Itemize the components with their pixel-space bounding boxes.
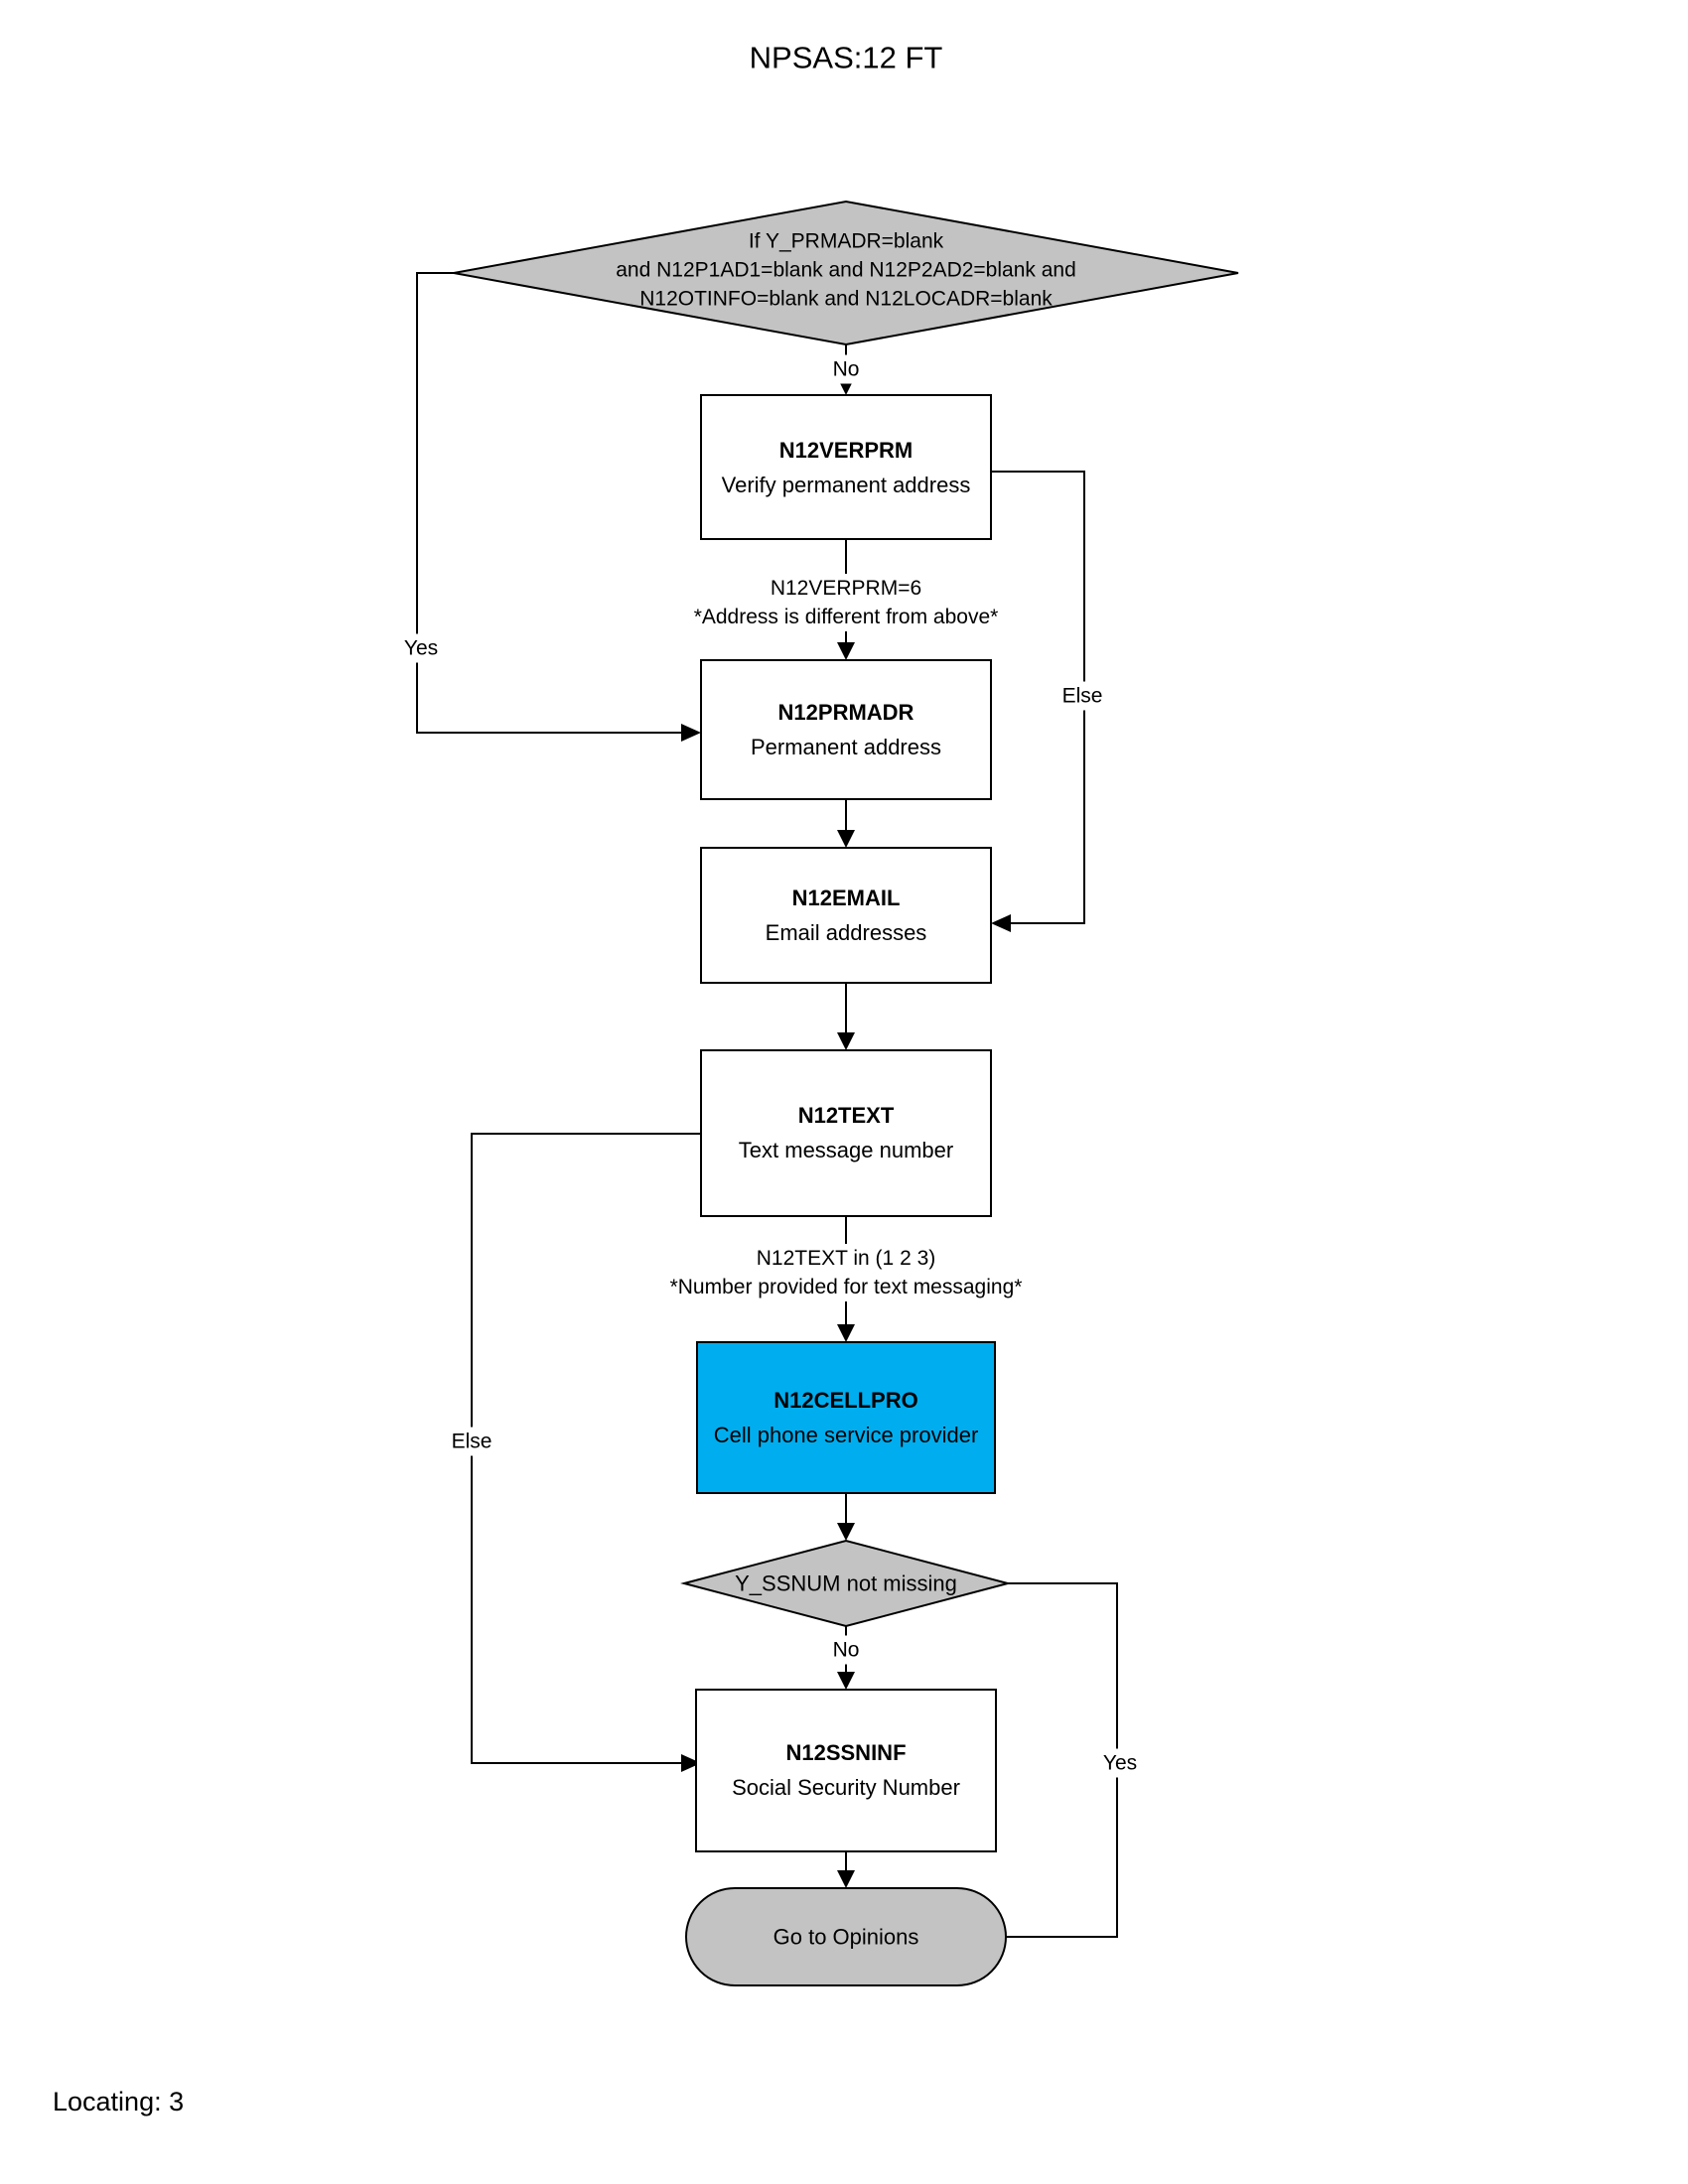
arrowhead-down-decision2 xyxy=(837,1523,855,1541)
process-n12text-shape xyxy=(700,1049,992,1217)
connector-yes-left xyxy=(416,272,681,734)
arrowhead-right-ssninf xyxy=(681,1754,701,1772)
arrowhead-right-prmadr xyxy=(681,724,701,742)
edge-label-else-left: Else xyxy=(447,1427,496,1456)
decision-line-1: If Y_PRMADR=blank xyxy=(748,229,944,253)
arrowhead-down-prmadr xyxy=(837,642,855,660)
decision-address-blank-text: If Y_PRMADR=blank and N12P1AD1=blank and… xyxy=(616,227,1076,314)
text-condition-line-1: N12TEXT in (1 2 3) xyxy=(756,1247,936,1270)
edge-label-yes-left: Yes xyxy=(399,633,443,663)
process-n12ssninf-text: N12SSNINF Social Security Number xyxy=(732,1735,960,1805)
decision-ssnum-shape xyxy=(680,1539,1012,1628)
verprm-condition-line-2: *Address is different from above* xyxy=(693,606,999,628)
process-n12verprm-text: N12VERPRM Verify permanent address xyxy=(722,433,971,502)
page-title: NPSAS:12 FT xyxy=(749,40,943,75)
n12prmadr-desc: Permanent address xyxy=(751,735,941,759)
n12verprm-name: N12VERPRM xyxy=(778,438,914,463)
arrowhead-down-text xyxy=(837,1032,855,1050)
text-condition-line-2: *Number provided for text messaging* xyxy=(669,1276,1023,1298)
terminator-go-to-opinions-text: Go to Opinions xyxy=(773,1924,919,1950)
arrowhead-left-email xyxy=(991,914,1011,932)
arrowhead-down-terminator xyxy=(837,1870,855,1888)
n12text-name: N12TEXT xyxy=(797,1103,895,1128)
terminator-go-to-opinions-shape xyxy=(685,1887,1007,1986)
n12email-name: N12EMAIL xyxy=(791,886,901,910)
process-n12prmadr-shape xyxy=(700,659,992,800)
n12cellpro-desc: Cell phone service provider xyxy=(713,1423,979,1447)
edge-label-text-condition: N12TEXT in (1 2 3) *Number provided for … xyxy=(665,1244,1027,1301)
edge-label-no-top: No xyxy=(828,354,864,384)
process-n12cellpro-shape xyxy=(696,1341,996,1494)
n12cellpro-name: N12CELLPRO xyxy=(774,1388,918,1413)
decision-line-2: and N12P1AD1=blank and N12P2AD2=blank an… xyxy=(616,258,1076,282)
footer-locating: Locating: 3 xyxy=(53,2087,185,2116)
n12ssninf-name: N12SSNINF xyxy=(785,1740,907,1765)
process-n12email-shape xyxy=(700,847,992,984)
n12email-desc: Email addresses xyxy=(765,920,927,945)
decision-ssnum-text: Y_SSNUM not missing xyxy=(735,1570,957,1596)
verprm-condition-line-1: N12VERPRM=6 xyxy=(770,577,922,600)
arrowhead-down-ssninf xyxy=(837,1672,855,1690)
process-n12verprm-shape xyxy=(700,394,992,540)
edge-label-yes-right: Yes xyxy=(1098,1748,1142,1778)
edge-label-else-right: Else xyxy=(1057,681,1107,711)
arrowhead-down-email xyxy=(837,830,855,848)
decision-address-blank-shape xyxy=(453,200,1239,346)
process-n12prmadr-text: N12PRMADR Permanent address xyxy=(751,695,941,764)
process-n12cellpro-text: N12CELLPRO Cell phone service provider xyxy=(714,1383,979,1452)
decision-line-3: N12OTINFO=blank and N12LOCADR=blank xyxy=(639,287,1053,311)
edge-label-no-bottom: No xyxy=(828,1635,864,1665)
n12prmadr-name: N12PRMADR xyxy=(777,700,914,725)
n12text-desc: Text message number xyxy=(738,1138,954,1162)
connector-else-left xyxy=(471,1133,701,1764)
n12verprm-desc: Verify permanent address xyxy=(721,473,971,497)
edge-label-verprm-condition: N12VERPRM=6 *Address is different from a… xyxy=(689,574,1003,631)
process-n12text-text: N12TEXT Text message number xyxy=(739,1098,953,1167)
n12ssninf-desc: Social Security Number xyxy=(732,1775,960,1800)
process-n12ssninf-shape xyxy=(695,1689,997,1852)
arrowhead-down-cellpro xyxy=(837,1324,855,1342)
process-n12email-text: N12EMAIL Email addresses xyxy=(766,881,927,950)
